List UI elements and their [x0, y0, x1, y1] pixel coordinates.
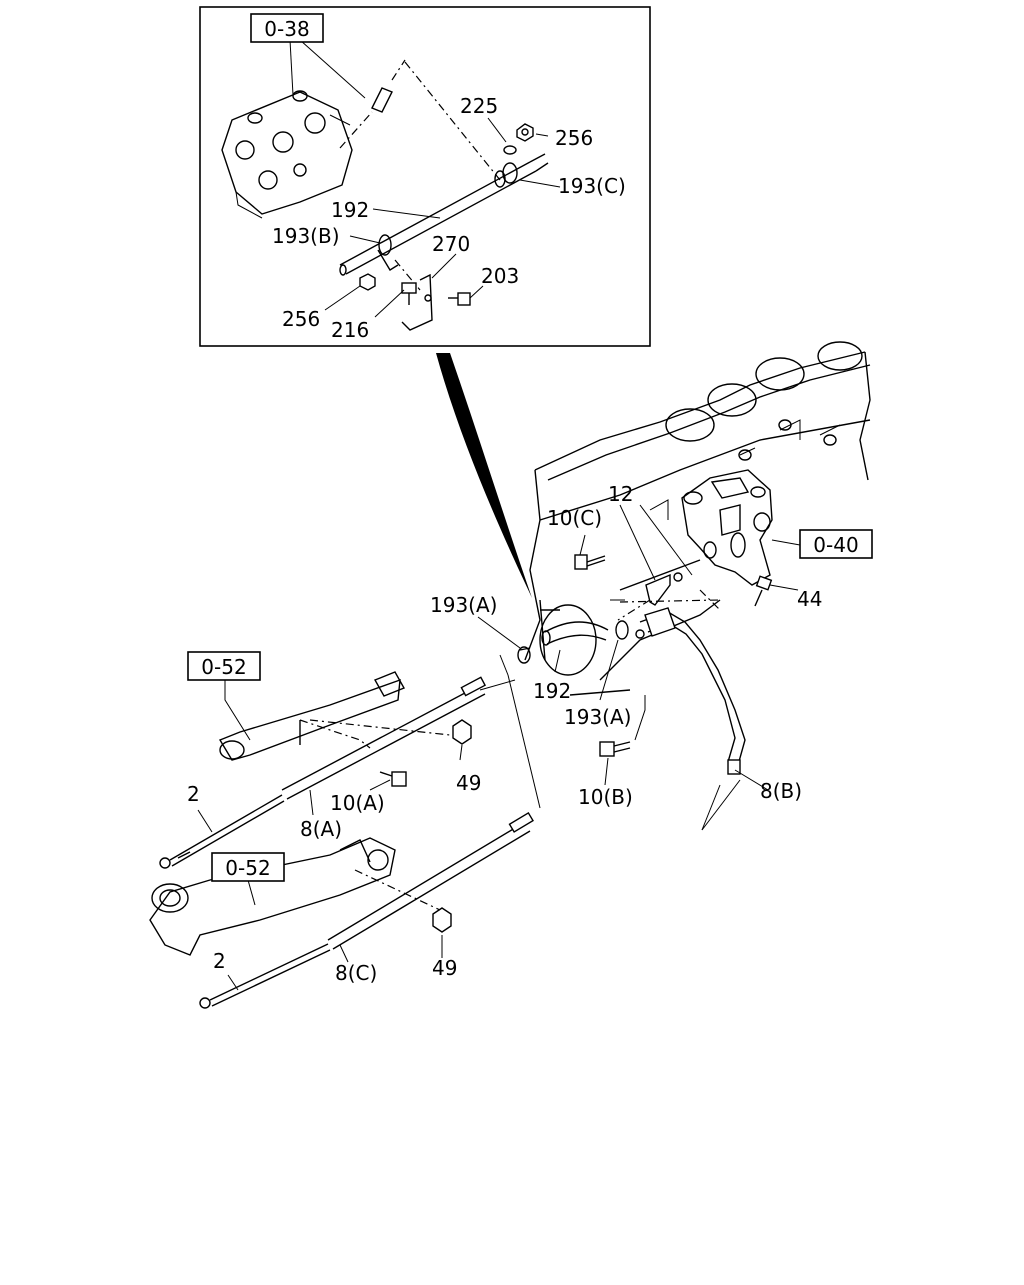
- bolt-10a: [379, 771, 407, 787]
- clamp-193c: [494, 123, 534, 188]
- callout-8a: 8(A): [300, 817, 342, 841]
- exhaust-manifold-lower: [149, 837, 396, 956]
- callout-49-upper: 49: [456, 771, 481, 795]
- callout-216: 216: [331, 318, 369, 342]
- callout-10c: 10(C): [547, 506, 602, 530]
- pipe-8b: [635, 607, 746, 775]
- cable-2-lower: [199, 943, 331, 1009]
- callout-203: 203: [481, 264, 519, 288]
- clamp-193a-right: [615, 620, 629, 640]
- callout-193a-lower: 193(A): [564, 705, 631, 729]
- callout-10b: 10(B): [578, 785, 633, 809]
- callout-10a: 10(A): [330, 791, 385, 815]
- bolt-10c: [574, 554, 606, 570]
- nut-256-lower: [359, 273, 376, 291]
- nut-49-lower: [432, 907, 452, 933]
- callout-44: 44: [797, 587, 822, 611]
- nut-49-upper: [452, 719, 472, 745]
- ref-label-0-40: 0-40: [813, 533, 858, 557]
- callout-270: 270: [432, 232, 470, 256]
- banjo-fitting-top: [371, 59, 406, 113]
- bracket-270: [401, 273, 433, 331]
- callout-192-inset: 192: [331, 198, 369, 222]
- bolt-216: [401, 282, 417, 305]
- ref-label-0-52-upper: 0-52: [201, 655, 246, 679]
- ref-box-0-40[interactable]: 0-40: [799, 529, 873, 559]
- injection-pump-head: [221, 90, 353, 219]
- callout-12: 12: [608, 482, 633, 506]
- bolt-10b: [599, 741, 631, 757]
- ref-box-0-38[interactable]: 0-38: [250, 13, 324, 43]
- callout-193c: 193(C): [558, 174, 626, 198]
- bolt-44: [754, 575, 773, 607]
- clamp-193a-left: [517, 646, 531, 664]
- engine-block: [524, 341, 871, 696]
- hose-192-main: [541, 621, 609, 646]
- ref-box-0-52-lower[interactable]: 0-52: [211, 852, 285, 882]
- exhaust-manifold-upper: [218, 671, 406, 761]
- callout-8b: 8(B): [760, 779, 802, 803]
- inset-detail-frame: [199, 6, 651, 347]
- callout-225: 225: [460, 94, 498, 118]
- callout-192-main: 192: [533, 679, 571, 703]
- callout-2-upper: 2: [187, 782, 200, 806]
- bolt-203: [448, 292, 471, 306]
- tube-8a: [281, 676, 487, 800]
- cable-2-upper: [159, 794, 285, 869]
- callout-256-upper: 256: [555, 126, 593, 150]
- callout-2-lower: 2: [213, 949, 226, 973]
- callout-8c: 8(C): [335, 961, 377, 985]
- mount-housing-0-40: [681, 469, 773, 586]
- tube-8c: [327, 811, 534, 950]
- bracket-12: [645, 572, 683, 606]
- ref-label-0-38: 0-38: [264, 17, 309, 41]
- callout-193a-upper: 193(A): [430, 593, 497, 617]
- detail-transition-arrow: [436, 353, 532, 598]
- callout-193b: 193(B): [272, 224, 340, 248]
- clamp-193b: [377, 234, 421, 291]
- ref-box-0-52-upper[interactable]: 0-52: [187, 651, 261, 681]
- ref-label-0-52-lower: 0-52: [225, 856, 270, 880]
- callout-256-lower: 256: [282, 307, 320, 331]
- hose-192-inset: [339, 153, 549, 276]
- callout-49-lower: 49: [432, 956, 457, 980]
